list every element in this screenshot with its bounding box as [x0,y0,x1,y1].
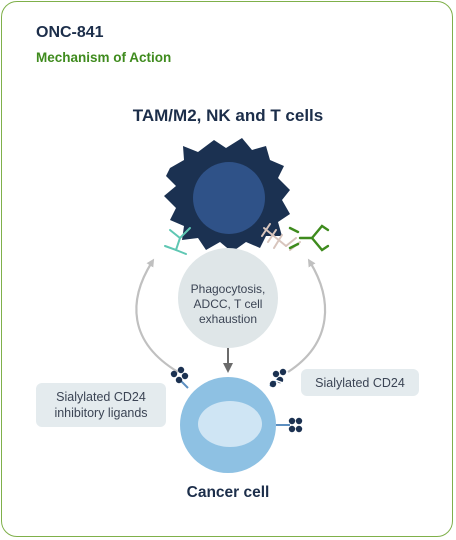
ligand-cluster-right-icon [269,368,287,388]
process-label-line: ADCC, T cell [193,297,263,311]
sialylated-cd24-box: Sialylated CD24 [301,369,419,396]
left-curved-arrow [135,258,179,373]
ligand-cluster-left-icon [170,366,189,389]
inhibitory-ligands-line: Sialylated CD24 [56,390,146,404]
process-label-line: Phagocytosis, [190,282,266,296]
process-label-line: exhaustion [198,312,258,326]
page-subtitle: Mechanism of Action [36,50,172,65]
immune-cells-label: TAM/M2, NK and T cells [132,106,324,125]
teal-receptor-icon [164,227,191,255]
antibody-icon [288,224,330,252]
page-title: ONC-841 [36,24,104,41]
cancer-cell-nucleus [198,401,262,447]
right-curved-arrow [287,258,327,373]
inhibitory-ligands-line: inhibitory ligands [54,406,148,420]
immune-cell-nucleus [193,162,265,234]
cancer-cell-label: Cancer cell [186,484,270,501]
process-circle [178,248,278,348]
inhibitory-ligands-box: Sialylated CD24 inhibitory ligands [36,383,166,427]
process-label: Phagocytosis, ADCC, T cell exhaustion [176,282,280,327]
ligand-cluster-side-icon [276,417,303,433]
